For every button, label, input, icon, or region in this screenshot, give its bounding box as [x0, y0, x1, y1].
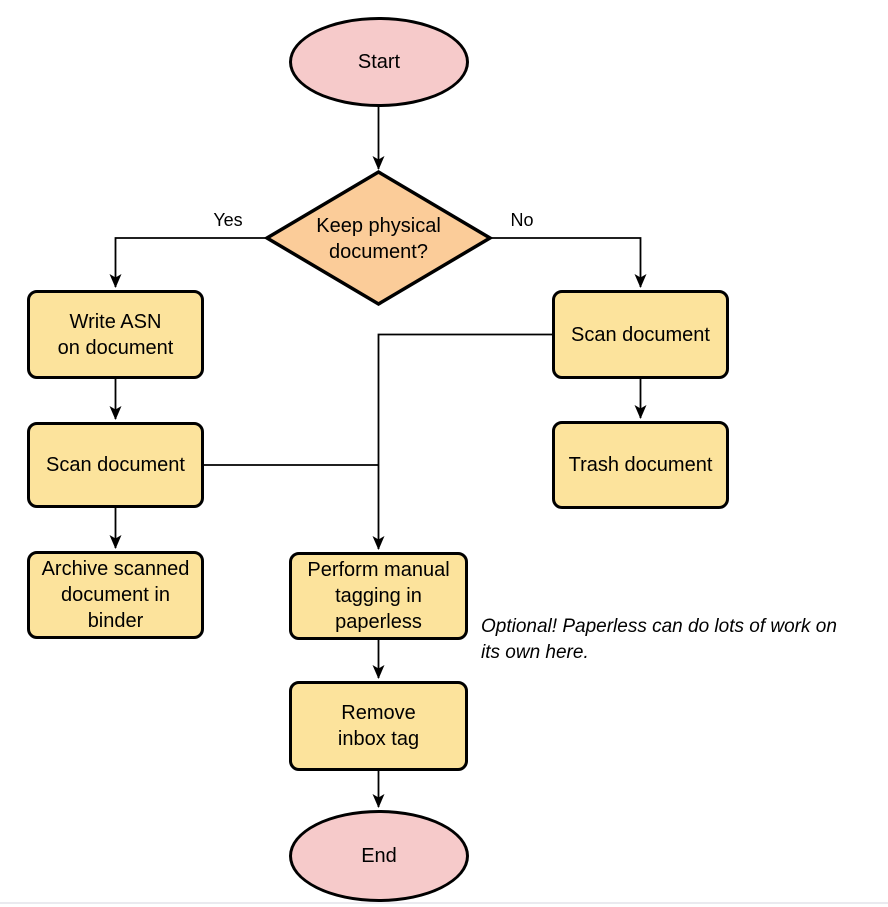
edge-label-no: No	[510, 210, 534, 230]
node-tagging: Perform manual tagging in paperless	[289, 552, 468, 640]
node-remove-inbox: Remove inbox tag	[289, 681, 468, 771]
edge-decision-yes-to-write-asn	[109, 237, 267, 288]
node-end-label: End	[361, 845, 397, 867]
node-trash: Trash document	[552, 421, 729, 509]
edge-decision-no-to-scan-right	[490, 237, 647, 288]
node-archive-label: Archive scanned document in binder	[41, 558, 190, 632]
node-trash-label: Trash document	[568, 454, 713, 476]
node-decision: Keep physical document?	[267, 210, 490, 268]
decision-diamond-shape	[263, 169, 494, 307]
node-end: End	[289, 810, 469, 902]
node-decision-label: Keep physical document?	[316, 215, 441, 263]
node-start: Start	[289, 17, 469, 107]
page-bottom-edge	[0, 902, 888, 904]
node-scan-right-label: Scan document	[571, 323, 710, 346]
edge-scan-right-to-tagging	[372, 333, 552, 550]
node-write-asn-label: Write ASN on document	[57, 310, 174, 359]
node-tagging-label: Perform manual tagging in paperless	[307, 559, 450, 633]
node-start-label: Start	[357, 51, 401, 73]
node-scan-left-label: Scan document	[46, 454, 185, 476]
optional-annotation: Optional! Paperless can do lots of work …	[481, 616, 837, 663]
node-remove-inbox-label: Remove inbox tag	[337, 702, 420, 750]
node-scan-left: Scan document	[27, 422, 204, 508]
edge-label-yes: Yes	[213, 210, 243, 230]
node-archive: Archive scanned document in binder	[27, 551, 204, 639]
node-write-asn: Write ASN on document	[27, 290, 204, 379]
node-scan-right: Scan document	[552, 290, 729, 379]
